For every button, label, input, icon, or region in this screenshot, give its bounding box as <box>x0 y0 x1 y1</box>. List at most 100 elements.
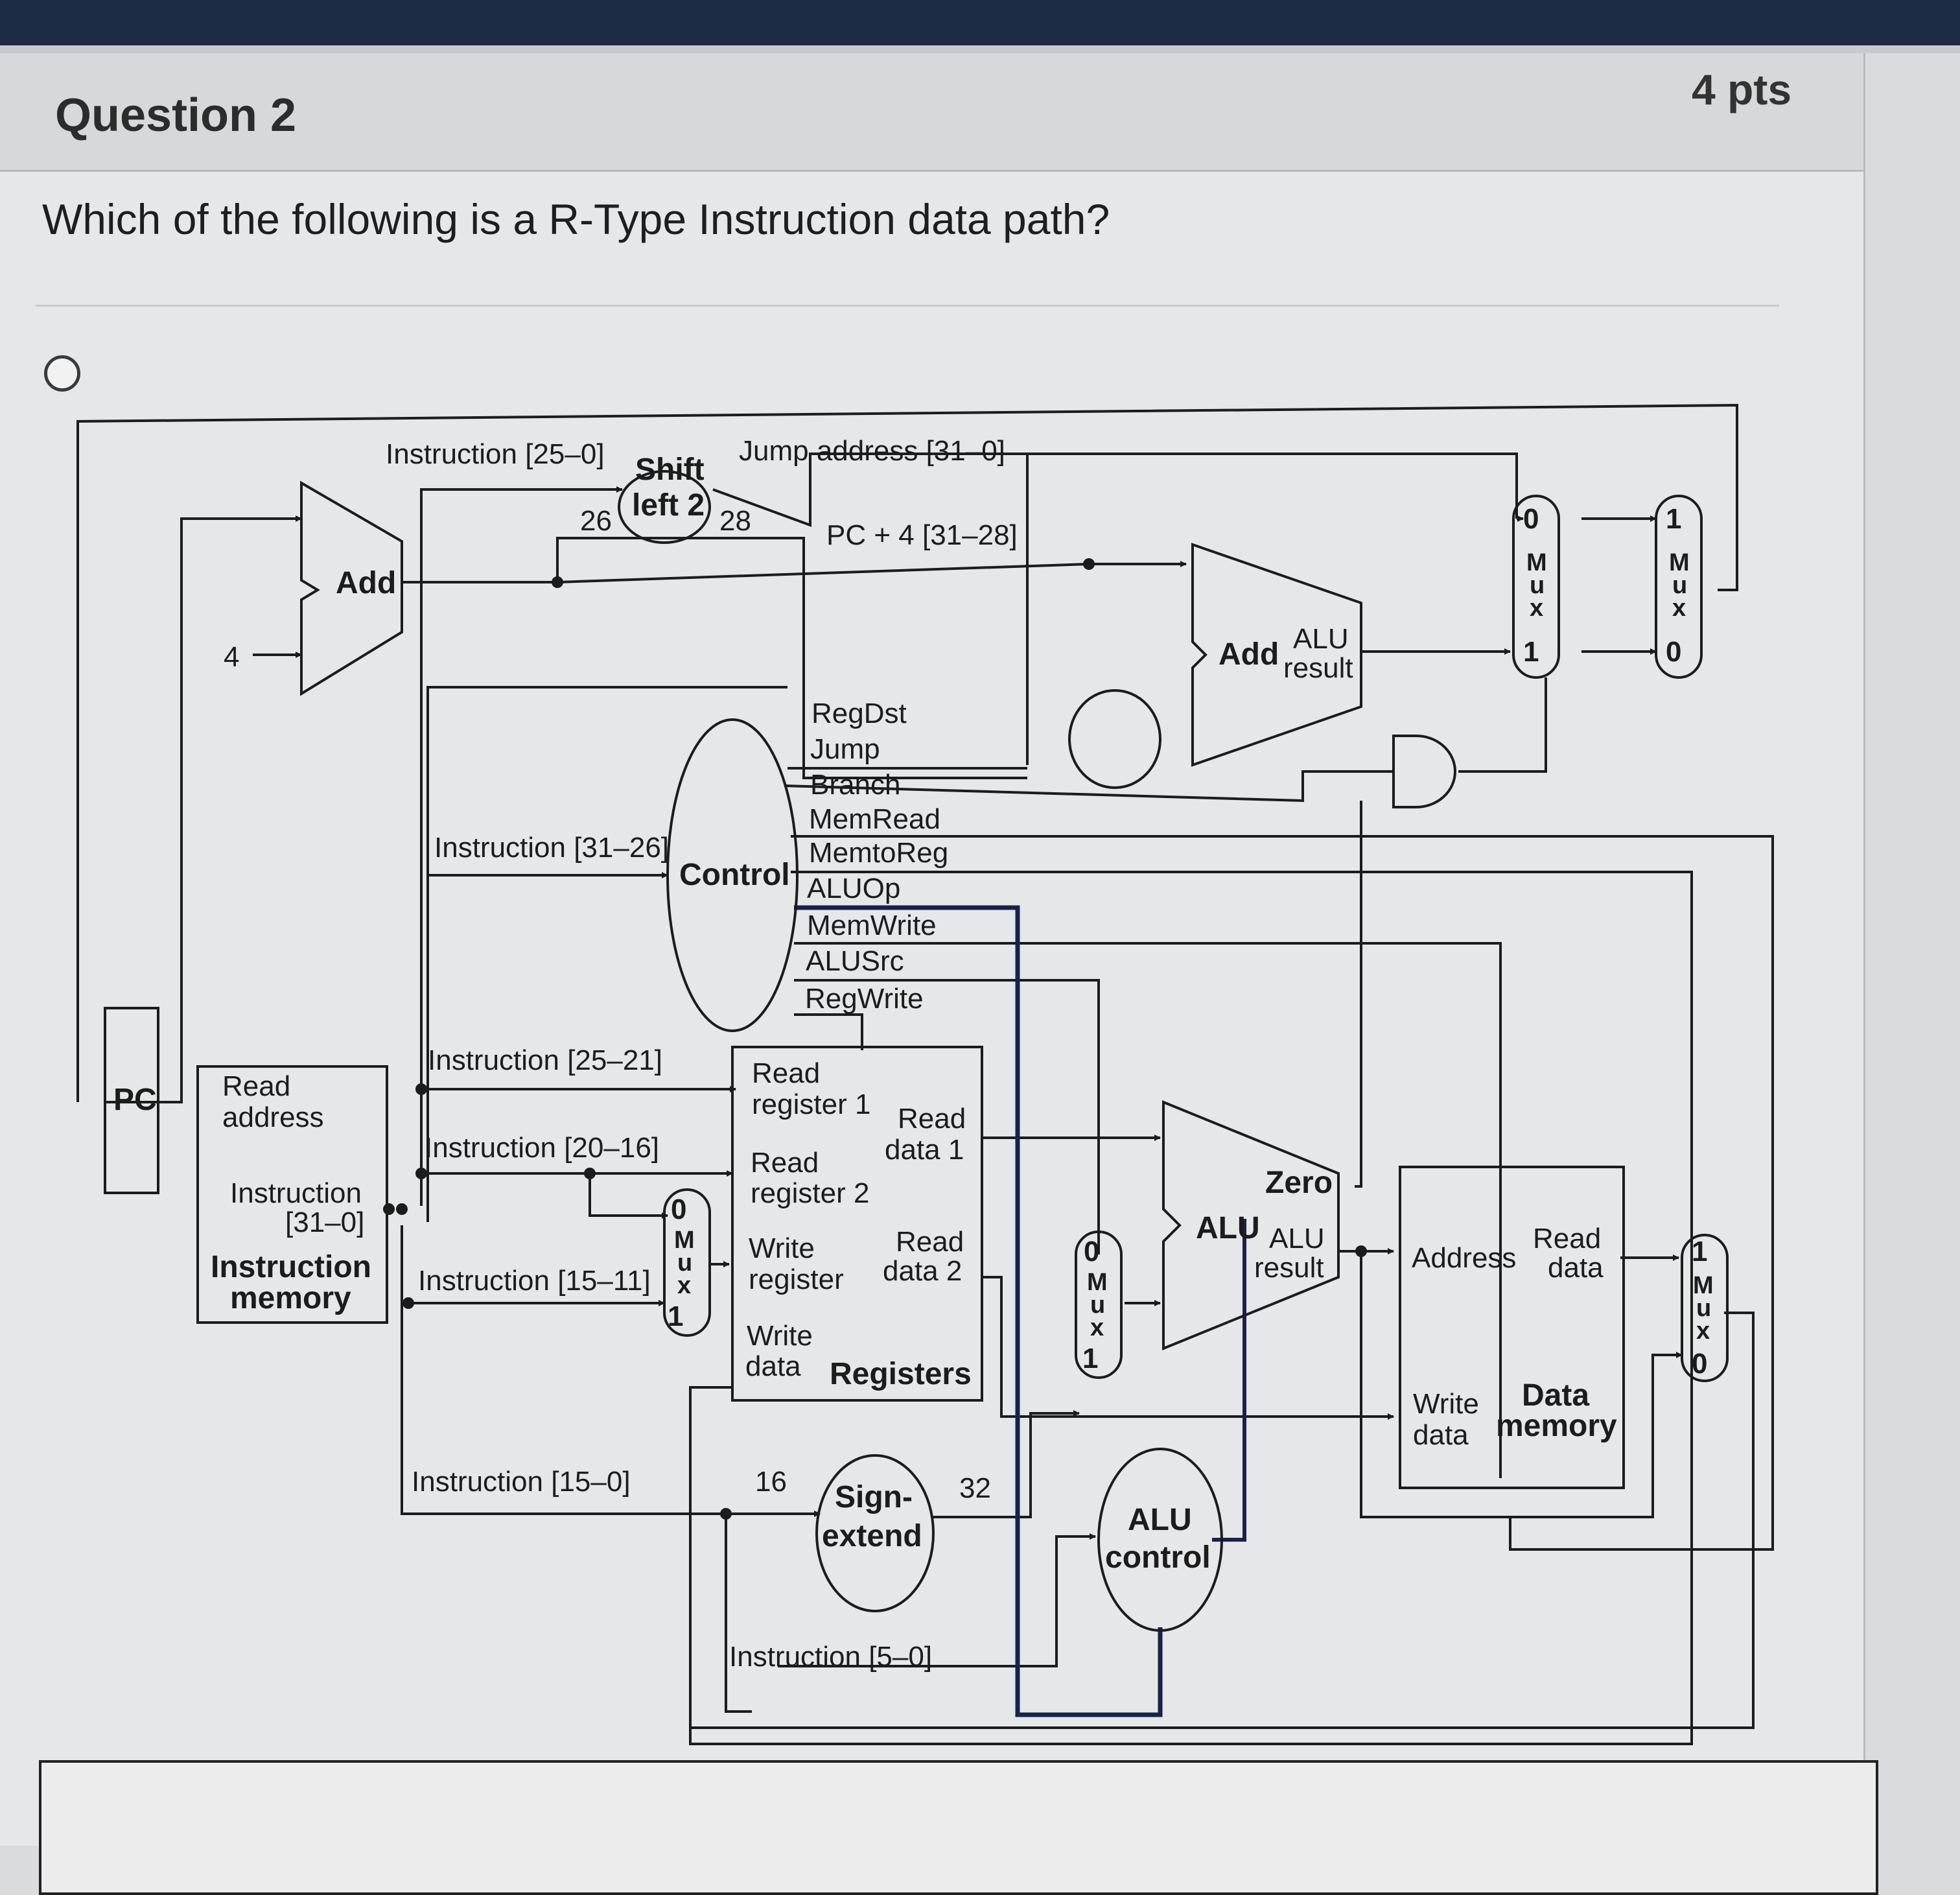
mux2-one: 1 <box>1082 1343 1098 1374</box>
question-points: 4 pts <box>1692 65 1792 113</box>
label-instr-5-0: Instruction [5–0] <box>729 1641 932 1673</box>
wr-a: Write <box>749 1232 815 1264</box>
label-instr-25-21: Instruction [25–21] <box>428 1044 662 1076</box>
next-option-box <box>39 1760 1878 1895</box>
wr-b: register <box>749 1264 844 1295</box>
im-title-1: Instruction <box>211 1250 371 1284</box>
mux2-u: u <box>1090 1291 1105 1319</box>
im-instruction: Instruction <box>230 1177 362 1209</box>
add2-label: Add <box>1219 637 1279 672</box>
alu-result-top-2: result <box>1283 652 1353 684</box>
label-instr-31-26: Instruction [31–26] <box>434 832 669 864</box>
divider <box>36 305 1779 307</box>
memread-label: MemRead <box>809 803 940 835</box>
wd-b: data <box>745 1350 801 1382</box>
mux5-zero: 0 <box>1692 1348 1707 1380</box>
shift-label: Shift <box>635 453 705 487</box>
rd1-a: Read <box>898 1103 966 1135</box>
mux2-zero: 0 <box>1084 1236 1099 1267</box>
answer-option-radio[interactable] <box>44 355 80 392</box>
label-32: 32 <box>959 1472 991 1504</box>
rr2-b: register 2 <box>751 1177 869 1209</box>
instruction-memory <box>196 1065 388 1324</box>
mux5-one: 1 <box>1692 1236 1707 1267</box>
dm-read-2: data <box>1548 1252 1604 1284</box>
dm-address: Address <box>1412 1242 1516 1274</box>
mux2-x: x <box>1090 1314 1104 1341</box>
jump-label: Jump <box>810 733 880 765</box>
mux3-zero: 0 <box>1523 503 1539 535</box>
mux4-x: x <box>1672 594 1686 622</box>
label-26: 26 <box>580 505 612 537</box>
zero-label: Zero <box>1265 1166 1333 1200</box>
mux1-m: M <box>674 1227 695 1254</box>
memtoreg-label: MemtoReg <box>809 837 948 869</box>
regdst-label: RegDst <box>811 698 907 729</box>
mux1-one: 1 <box>668 1301 683 1332</box>
im-title-2: memory <box>230 1281 351 1315</box>
label-instr-15-0: Instruction [15–0] <box>412 1466 631 1498</box>
mux5-m: M <box>1693 1272 1714 1299</box>
question-text: Which of the following is a R-Type Instr… <box>42 195 1110 243</box>
mux3-m: M <box>1526 549 1547 576</box>
mux1-x: x <box>677 1272 691 1299</box>
label-instr-20-16: Instruction [20–16] <box>425 1132 659 1164</box>
mux5-x: x <box>1696 1317 1710 1345</box>
dm-title-1: Data <box>1522 1378 1589 1413</box>
dm-read-1: Read <box>1533 1223 1601 1254</box>
rd1-b: data 1 <box>885 1134 964 1166</box>
sign-label: Sign- <box>835 1480 913 1514</box>
rr1-a: Read <box>752 1057 820 1089</box>
mux4-u: u <box>1672 572 1687 599</box>
label-jump-address: Jump address [31–0] <box>739 435 1005 467</box>
wd-a: Write <box>747 1320 813 1352</box>
label-pc4: PC + 4 [31–28] <box>826 519 1018 551</box>
left2-label: left 2 <box>632 488 705 523</box>
mux1-zero: 0 <box>671 1194 686 1225</box>
im-address: address <box>222 1101 324 1133</box>
branch-label: Branch <box>810 769 900 801</box>
aluop-label: ALUOp <box>807 873 900 904</box>
label-16: 16 <box>755 1466 787 1498</box>
four-label: 4 <box>224 641 239 673</box>
rr2-a: Read <box>751 1147 819 1179</box>
question-header: Question 2 4 pts <box>0 53 1863 172</box>
mux3-one: 1 <box>1523 636 1539 668</box>
mux2-m: M <box>1087 1269 1108 1296</box>
rr1-b: register 1 <box>752 1089 870 1120</box>
label-instr-25-0: Instruction [25–0] <box>386 438 605 470</box>
question-title: Question 2 <box>55 89 297 141</box>
alu-result-top-1: ALU <box>1293 623 1349 655</box>
dm-title-2: memory <box>1496 1409 1617 1443</box>
mux4-zero: 0 <box>1666 636 1681 668</box>
dm-write-2: data <box>1413 1419 1469 1451</box>
mux5-u: u <box>1696 1295 1711 1322</box>
top-bar-shadow <box>0 45 1960 53</box>
regwrite-label: RegWrite <box>805 983 924 1015</box>
registers-label: Registers <box>830 1357 972 1391</box>
label-instr-15-11: Instruction [15–11] <box>418 1265 651 1297</box>
pc-label: PC <box>113 1083 157 1117</box>
add-label: Add <box>336 566 396 600</box>
im-read: Read <box>222 1070 290 1102</box>
alu-label: ALU <box>1196 1211 1260 1245</box>
mux3-u: u <box>1530 572 1545 599</box>
data-memory-box <box>1399 1166 1625 1489</box>
rd2-a: Read <box>896 1226 964 1258</box>
memwrite-label: MemWrite <box>807 910 937 941</box>
alusrc-label: ALUSrc <box>806 945 904 977</box>
alu-control-2: control <box>1105 1540 1211 1575</box>
alu-res-2: result <box>1254 1252 1324 1284</box>
mux4-one: 1 <box>1666 503 1681 535</box>
datapath-diagram: Instruction [25–0] Shift left 2 Jump add… <box>76 403 1774 1745</box>
pc-register <box>104 1007 159 1194</box>
mux4-m: M <box>1669 549 1690 576</box>
mux3-x: x <box>1530 594 1543 622</box>
alu-control-1: ALU <box>1128 1503 1192 1537</box>
dm-write-1: Write <box>1413 1388 1479 1420</box>
registers-box <box>731 1046 983 1402</box>
im-bits: [31–0] <box>285 1206 364 1238</box>
label-28: 28 <box>719 505 751 537</box>
top-bar <box>0 0 1960 45</box>
rd2-b: data 2 <box>883 1255 962 1287</box>
